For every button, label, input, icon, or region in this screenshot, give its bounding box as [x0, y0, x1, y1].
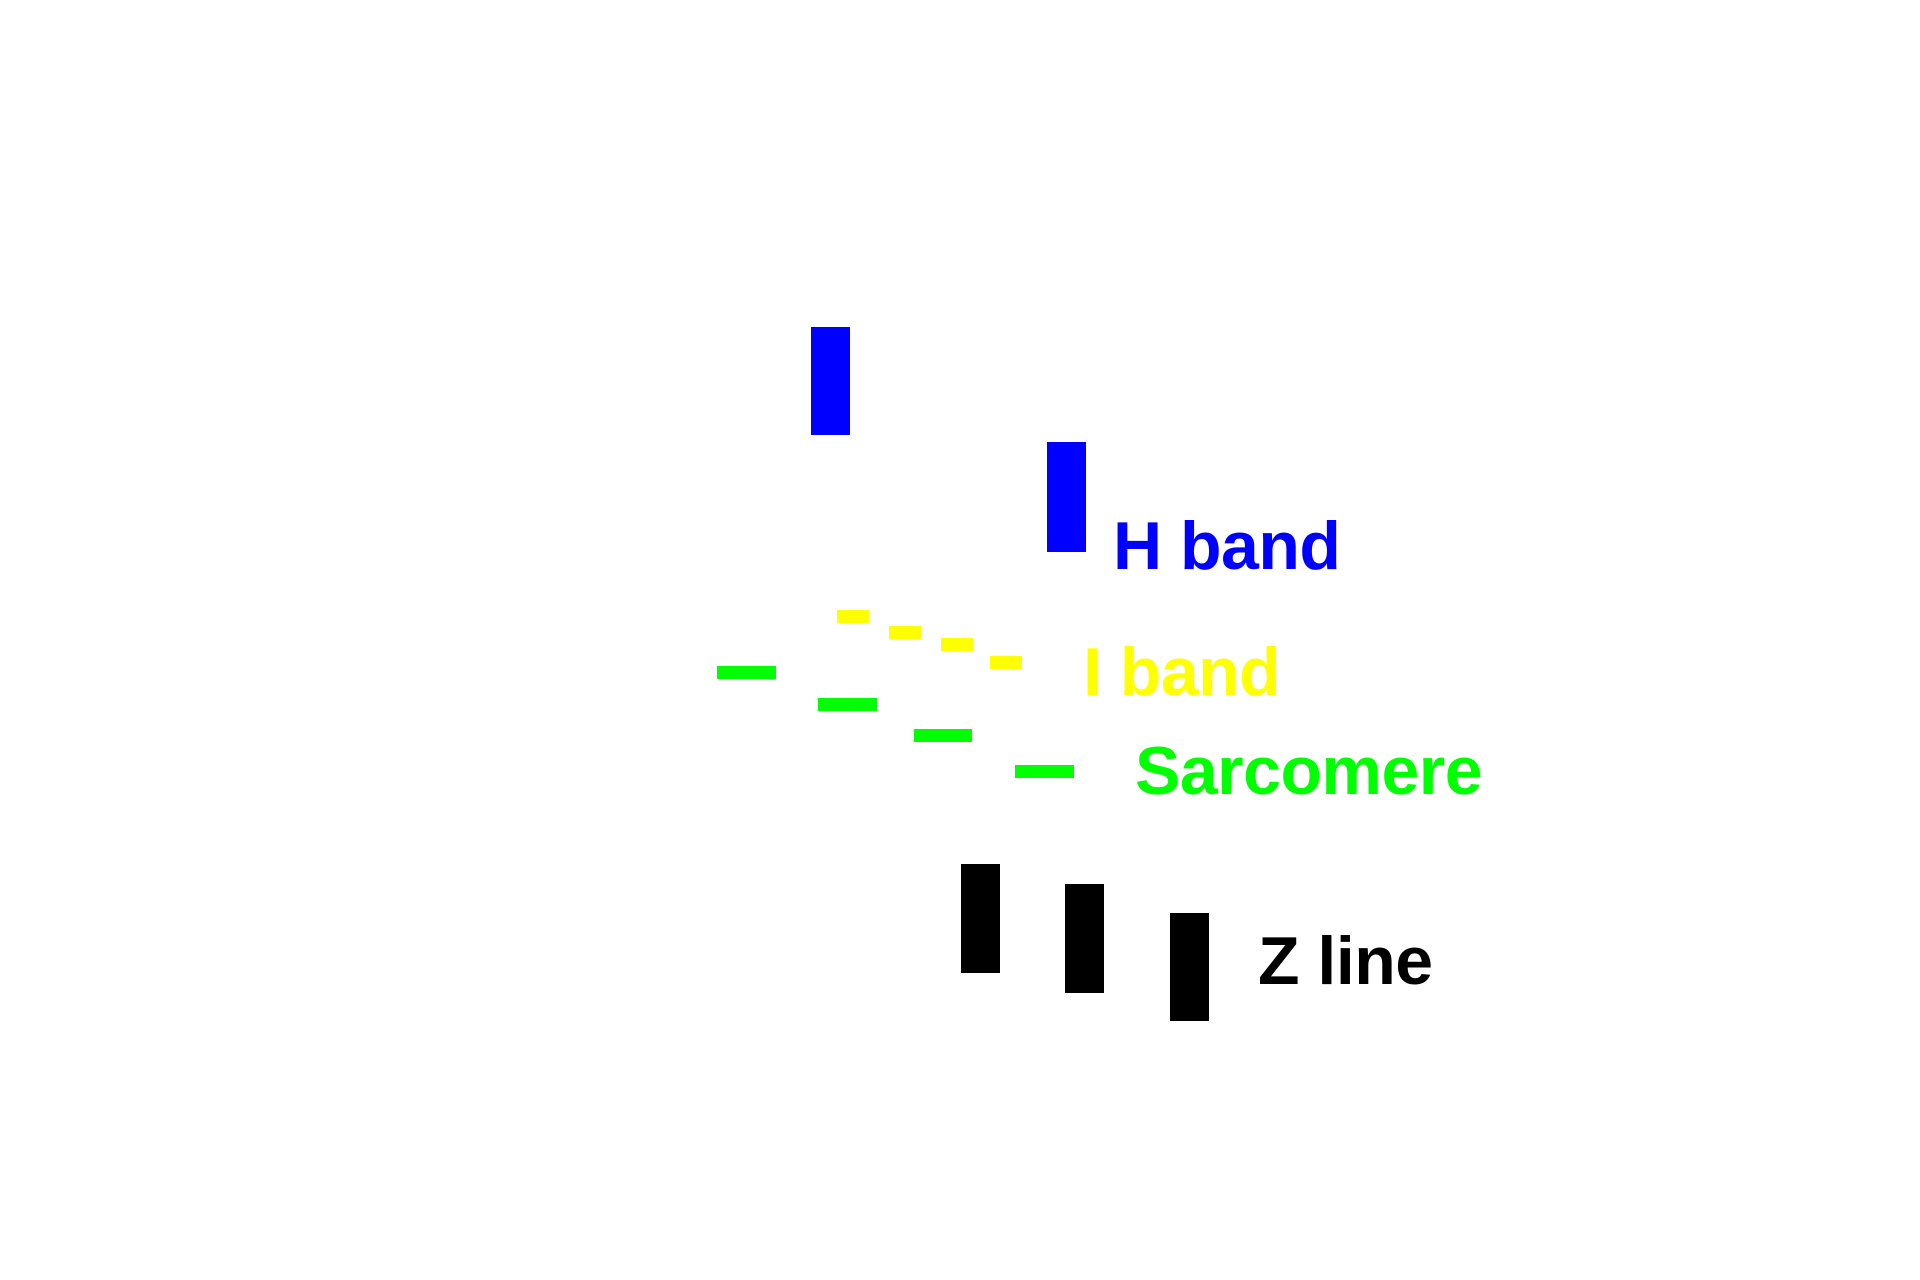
legend-label-i-band: I band: [1083, 634, 1281, 710]
sarcomere-marker-dash: [914, 729, 972, 742]
z-line-marker-bar: [1170, 913, 1209, 1021]
i-band-marker-dash: [889, 626, 921, 639]
h-band-marker-bar: [811, 327, 850, 435]
i-band-marker-dash: [837, 610, 869, 623]
sarcomere-marker-dash: [818, 698, 877, 711]
z-line-marker-bar: [961, 864, 1000, 973]
h-band-marker-bar: [1047, 442, 1086, 552]
z-line-marker-bar: [1065, 884, 1104, 993]
legend-label-h-band: H band: [1113, 508, 1341, 584]
i-band-marker-dash: [990, 656, 1022, 669]
sarcomere-marker-dash: [1015, 765, 1074, 778]
i-band-marker-dash: [941, 638, 973, 651]
legend-label-sarcomere: Sarcomere: [1135, 733, 1483, 809]
sarcomere-marker-dash: [717, 666, 776, 679]
legend-label-z-line: Z line: [1258, 923, 1433, 999]
